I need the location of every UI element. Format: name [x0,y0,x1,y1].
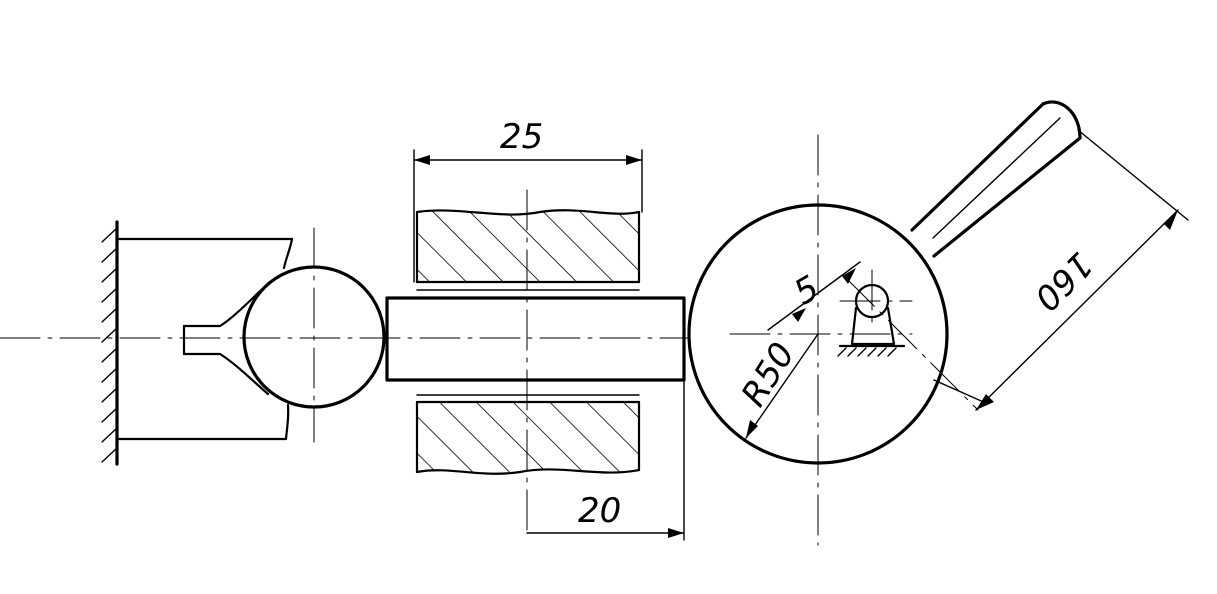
pivot-support [837,283,906,357]
dimension-25: 25 [413,117,643,283]
dimension-25-label: 25 [500,117,543,157]
plunger-rod [385,296,686,382]
dimension-5: 5 [767,261,861,331]
housing-bottom-block [415,400,641,475]
handle-arm [910,100,1082,258]
fork-bracket [115,237,294,441]
housing-top-block [415,209,641,284]
centerlines [0,134,979,546]
dimension-r50-label: R50 [734,336,803,414]
dimension-20-label: 20 [578,491,621,531]
guide-bore-lines [416,289,640,396]
fixed-wall [101,220,119,466]
dimension-20: 20 [526,379,685,541]
dimension-160-label: 160 [1026,244,1100,318]
dimension-r50: R50 [734,333,819,439]
